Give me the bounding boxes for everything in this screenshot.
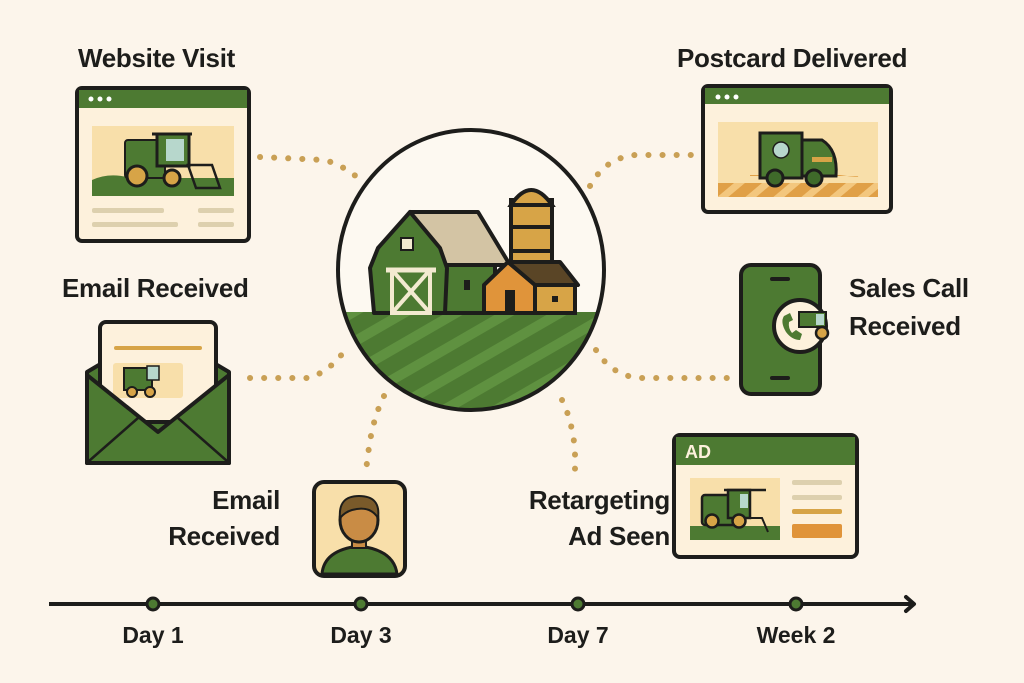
label-website-visit: Website Visit [78,43,235,73]
label-email-received-2-line1: Email [212,485,280,515]
label-sales-call-line1: Sales Call [849,273,969,303]
connector-postcard [587,152,698,189]
label-retargeting-line1: Retargeting [528,485,670,515]
label-sales-call-line2: Received [849,311,961,341]
website-browser-combine-icon [75,86,251,243]
connector-website [257,154,368,188]
postcard-truck-icon [701,84,893,214]
envelope-combine-icon [85,320,231,465]
label-retargeting-line2: Ad Seen [568,521,670,551]
phone-call-icon [739,263,830,396]
timeline-arrow-icon [904,595,916,613]
connector-salescall [593,347,738,381]
label-email-received: Email Received [62,273,249,303]
connector-avatar [363,393,387,473]
ad-badge: AD [685,442,711,462]
tick-marker-day3 [353,596,369,612]
label-email-received-2-line2: Received [168,521,280,551]
tick-label-day1: Day 1 [122,622,184,648]
ad-banner-icon: AD [672,433,859,559]
tick-marker-week2 [788,596,804,612]
connectors [247,152,738,473]
tick-marker-day7 [570,596,586,612]
connector-email [247,342,351,381]
farm-barn-silo-icon [336,128,606,412]
tick-label-week2: Week 2 [756,622,836,648]
connector-ad [559,397,578,473]
tick-label-day7: Day 7 [547,622,609,648]
tick-marker-day1 [145,596,161,612]
label-postcard-delivered: Postcard Delivered [677,43,908,73]
tick-label-day3: Day 3 [330,622,392,648]
timeline [49,595,916,613]
person-avatar-icon [312,480,407,578]
